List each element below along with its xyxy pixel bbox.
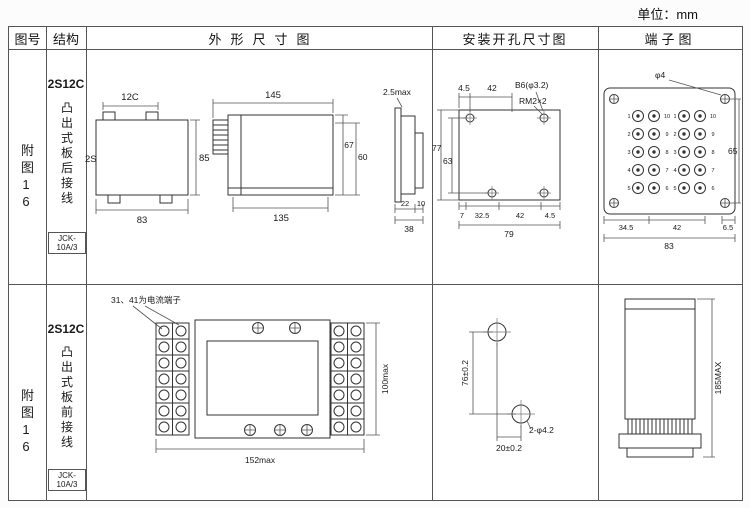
header-mounting: 安装开孔尺寸图 bbox=[462, 31, 568, 47]
column-divider bbox=[598, 27, 599, 500]
dim-2-5max: 2.5max bbox=[383, 87, 412, 97]
relay-body-rear bbox=[194, 319, 331, 439]
front-view: 12C 2S 85 83 bbox=[85, 92, 210, 226]
dim-42b: 42 bbox=[516, 211, 524, 220]
dim-65: 65 bbox=[728, 146, 738, 156]
terminal-number: 10 bbox=[710, 114, 716, 120]
terminal-number: 8 bbox=[665, 150, 668, 156]
fig-no-row1: 附图16 bbox=[21, 143, 35, 209]
dim-60: 60 bbox=[358, 152, 368, 162]
dim-83: 83 bbox=[664, 241, 674, 251]
model-row1: 2S12C bbox=[47, 77, 85, 91]
dim-77: 77 bbox=[432, 143, 442, 153]
dim-185max: 185MAX bbox=[713, 361, 723, 394]
terminal-number: 2 bbox=[673, 132, 676, 138]
column-divider bbox=[432, 27, 433, 500]
dim-34-5: 34.5 bbox=[619, 223, 634, 232]
terminal-number: 9 bbox=[665, 132, 668, 138]
structure-row2: 凸出式板前接线 bbox=[61, 345, 74, 449]
relay-type-row2: JCK-10A/3 bbox=[48, 469, 86, 491]
dim-38: 38 bbox=[404, 224, 414, 234]
terminal-drawing-row2: 185MAX bbox=[618, 298, 723, 458]
relay-type-row1: JCK-10A/3 bbox=[48, 232, 86, 254]
dim-135: 135 bbox=[273, 213, 289, 224]
outline-drawing-row2: 31、41为电流端子 bbox=[111, 295, 390, 465]
terminal-drawing-row1: φ4 1 2 3 bbox=[603, 70, 741, 251]
dim-7: 7 bbox=[460, 211, 464, 220]
column-divider bbox=[46, 27, 47, 500]
label-b6: B6(φ3.2) bbox=[515, 80, 549, 90]
dim-79: 79 bbox=[504, 229, 514, 239]
terminal-contacts bbox=[632, 110, 706, 194]
terminal-number: 1 bbox=[673, 114, 676, 120]
dim-phi4: φ4 bbox=[655, 70, 666, 80]
dim-152max: 152max bbox=[245, 455, 276, 465]
header-divider bbox=[9, 49, 742, 50]
header-fig-no: 图号 bbox=[14, 31, 41, 47]
terminal-number: 6 bbox=[665, 186, 668, 192]
left-terminal-strip bbox=[155, 322, 190, 436]
mounting-drawing-row2: 76±0.2 20±0.2 2-φ4.2 bbox=[460, 318, 554, 453]
outline-drawing-row1: 12C 2S 85 83 145 135 67 60 2.5max bbox=[85, 87, 425, 234]
drawing-table: 图号 结构 外形尺寸图 安装开孔尺寸图 端子图 附图16 2S12C 凸出式板后… bbox=[8, 26, 743, 501]
label-rm2x2: RM2×2 bbox=[519, 96, 547, 106]
dim-2s: 2S bbox=[85, 154, 97, 165]
fig-no-row2: 附图16 bbox=[21, 388, 35, 454]
terminal-number: 6 bbox=[711, 186, 714, 192]
end-view: 2.5max 22 10 38 bbox=[383, 87, 425, 234]
label-2-phi4-2: 2-φ4.2 bbox=[529, 425, 554, 435]
dim-100max: 100max bbox=[380, 363, 390, 394]
terminal-number: 7 bbox=[665, 168, 668, 174]
terminal-number: 8 bbox=[711, 150, 714, 156]
model-row2: 2S12C bbox=[47, 322, 85, 336]
dim-4-5: 4.5 bbox=[458, 83, 470, 93]
side-view: 145 135 67 60 bbox=[212, 90, 368, 224]
dim-12c: 12C bbox=[121, 92, 139, 103]
dim-20: 20±0.2 bbox=[496, 443, 522, 453]
relay-side-profile bbox=[618, 298, 702, 458]
terminal-number: 3 bbox=[673, 150, 676, 156]
header-structure: 结构 bbox=[52, 31, 79, 47]
terminal-number: 9 bbox=[711, 132, 714, 138]
terminal-number: 3 bbox=[627, 150, 630, 156]
terminal-number: 7 bbox=[711, 168, 714, 174]
terminal-number: 1 bbox=[627, 114, 630, 120]
structure-row1: 凸出式板后接线 bbox=[61, 101, 74, 205]
header-terminal: 端子图 bbox=[644, 31, 696, 47]
dim-42: 42 bbox=[673, 223, 681, 232]
unit-label: 单位：mm bbox=[637, 7, 698, 22]
dim-42: 42 bbox=[487, 83, 497, 93]
header-outline: 外形尺寸图 bbox=[208, 31, 319, 47]
right-terminal-strip bbox=[330, 322, 365, 436]
current-terminal-note: 31、41为电流端子 bbox=[111, 295, 181, 305]
row-divider bbox=[9, 284, 742, 285]
dim-67: 67 bbox=[344, 140, 354, 150]
terminal-number: 2 bbox=[627, 132, 630, 138]
terminal-number: 5 bbox=[673, 186, 676, 192]
terminal-number: 5 bbox=[627, 186, 630, 192]
dim-76: 76±0.2 bbox=[460, 360, 470, 386]
mounting-drawing-row1: 4.5 42 B6(φ3.2) RM2×2 77 63 7 32.5 42 4.… bbox=[432, 80, 561, 239]
column-divider bbox=[86, 27, 87, 500]
dim-4-5b: 4.5 bbox=[545, 211, 555, 220]
dim-85: 85 bbox=[199, 153, 210, 164]
terminal-number: 4 bbox=[673, 168, 676, 174]
dim-63: 63 bbox=[443, 156, 453, 166]
terminal-numbers: 1 2 3 4 5 10 9 8 7 6 1 2 3 4 5 10 9 8 7 … bbox=[627, 114, 716, 192]
dim-10: 10 bbox=[417, 199, 425, 208]
dim-22: 22 bbox=[401, 199, 409, 208]
terminal-number: 10 bbox=[664, 114, 670, 120]
dim-145: 145 bbox=[265, 90, 281, 101]
dim-32-5: 32.5 bbox=[475, 211, 490, 220]
dim-6-5: 6.5 bbox=[723, 223, 733, 232]
terminal-number: 4 bbox=[627, 168, 630, 174]
dim-83: 83 bbox=[137, 215, 148, 226]
